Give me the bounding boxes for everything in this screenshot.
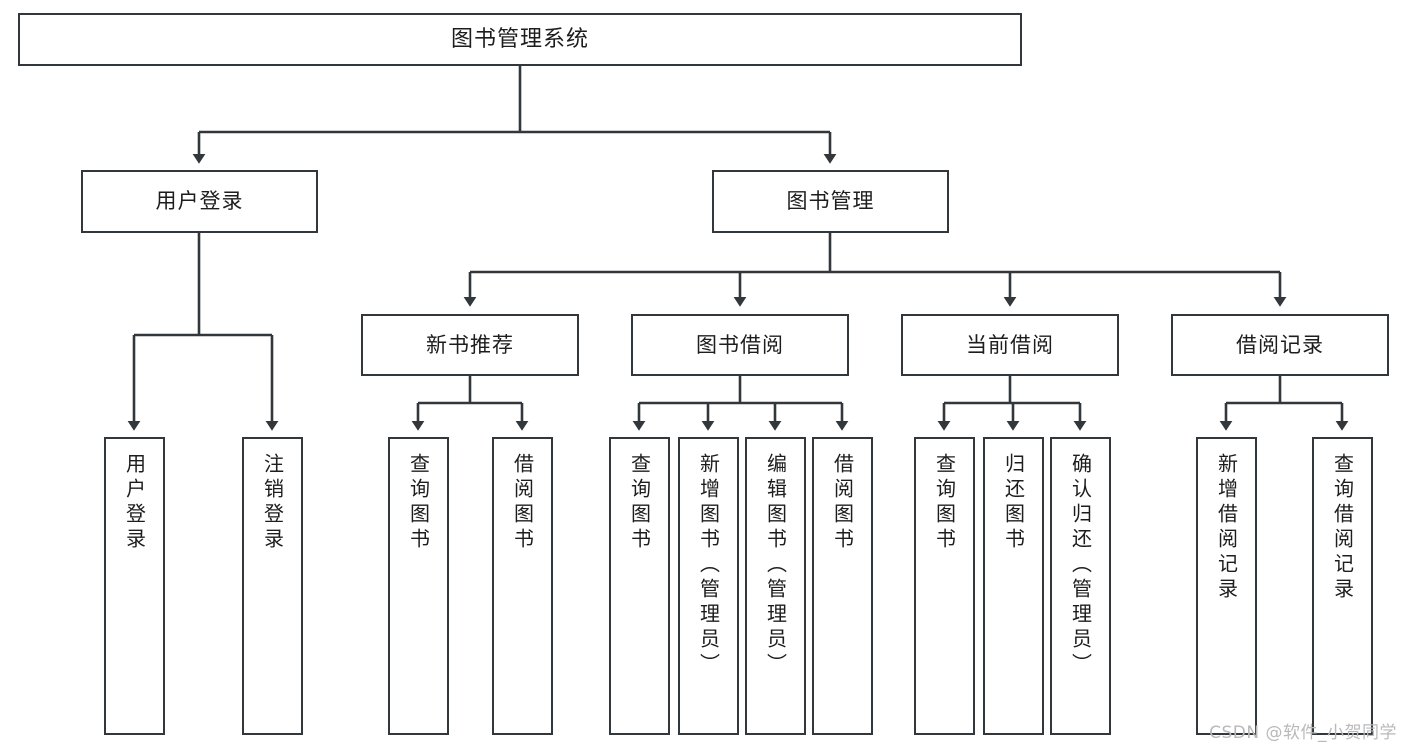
leaf-user-login-logout[interactable]: 注销登录 (242, 437, 303, 735)
node-label: 确认归还（管理员） (1068, 453, 1093, 678)
node-label: 图书管理 (786, 189, 875, 214)
leaf-current-query-book[interactable]: 查询图书 (914, 437, 975, 735)
node-label: 查询图书 (627, 453, 652, 553)
node-user-login[interactable]: 用户登录 (81, 170, 318, 233)
leaf-current-return-book[interactable]: 归还图书 (983, 437, 1044, 735)
watermark-text: CSDN @软件_小贺同学 (1209, 723, 1397, 743)
node-book-management[interactable]: 图书管理 (712, 170, 949, 233)
node-label: 用户登录 (122, 453, 147, 553)
node-label: 查询图书 (406, 453, 431, 553)
node-label: 查询图书 (932, 453, 957, 553)
node-label: 新增借阅记录 (1214, 453, 1239, 603)
node-borrow-record[interactable]: 借阅记录 (1171, 314, 1389, 376)
leaf-recommend-query-book[interactable]: 查询图书 (388, 437, 449, 735)
node-label: 用户登录 (155, 189, 244, 214)
leaf-borrow-borrow-book[interactable]: 借阅图书 (812, 437, 873, 735)
leaf-user-login-login[interactable]: 用户登录 (104, 437, 165, 735)
node-label: 图书借阅 (696, 332, 784, 357)
node-label: 注销登录 (260, 453, 285, 553)
node-label: 查询借阅记录 (1330, 453, 1355, 603)
node-root-system[interactable]: 图书管理系统 (18, 13, 1022, 66)
leaf-borrow-add-book-admin[interactable]: 新增图书（管理员） (678, 437, 739, 735)
node-label: 借阅图书 (830, 453, 855, 553)
node-label: 借阅图书 (510, 453, 535, 553)
node-label: 当前借阅 (966, 332, 1054, 357)
node-book-borrow[interactable]: 图书借阅 (631, 314, 849, 376)
node-label: 归还图书 (1001, 453, 1026, 553)
node-label: 编辑图书（管理员） (763, 453, 788, 678)
node-label: 图书管理系统 (450, 26, 589, 52)
leaf-recommend-borrow-book[interactable]: 借阅图书 (492, 437, 553, 735)
node-new-book-recommend[interactable]: 新书推荐 (361, 314, 579, 376)
leaf-record-add-record[interactable]: 新增借阅记录 (1196, 437, 1257, 735)
leaf-borrow-edit-book-admin[interactable]: 编辑图书（管理员） (745, 437, 806, 735)
leaf-borrow-query-book[interactable]: 查询图书 (609, 437, 670, 735)
node-label: 新增图书（管理员） (696, 453, 721, 678)
node-label: 借阅记录 (1236, 332, 1324, 357)
leaf-current-confirm-return-admin[interactable]: 确认归还（管理员） (1050, 437, 1111, 735)
node-current-borrow[interactable]: 当前借阅 (901, 314, 1119, 376)
leaf-record-query-record[interactable]: 查询借阅记录 (1312, 437, 1373, 735)
node-label: 新书推荐 (426, 332, 514, 357)
